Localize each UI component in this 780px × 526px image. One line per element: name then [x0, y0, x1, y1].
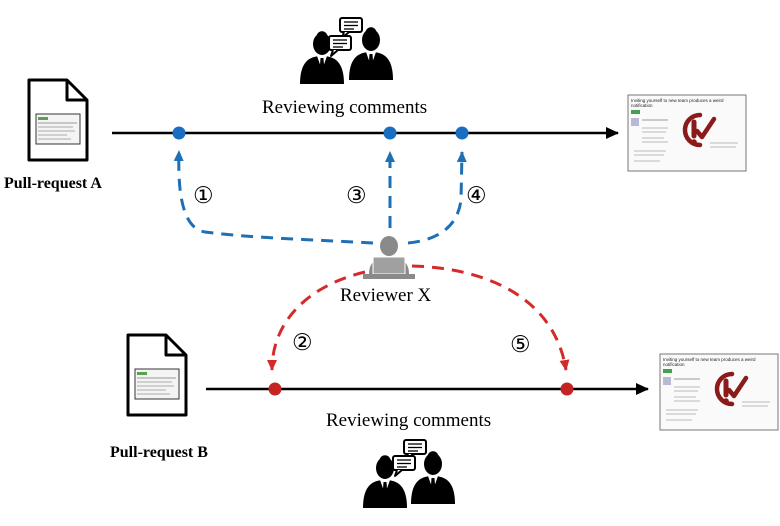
github-screenshot-b: Inviting yourself to new team produces a…	[660, 354, 778, 430]
reviewers-discussion-icon-a	[300, 17, 393, 84]
comment-dot-a4	[455, 126, 469, 140]
doc-icon-a	[27, 78, 89, 162]
screenshot-title-a-line1: Inviting yourself to new team produces a…	[631, 98, 724, 103]
step-label-3: ③	[346, 183, 367, 208]
reviewers-discussion-icon-b	[363, 439, 455, 508]
blue-path-1	[173, 150, 374, 245]
blue-path-4	[407, 151, 467, 245]
comment-dot-a1	[172, 126, 186, 140]
screenshot-title-a-line2: notification	[631, 103, 653, 108]
pull-request-b-label: Pull-request B	[110, 444, 208, 461]
step-label-5: ⑤	[510, 332, 531, 357]
doc-icon-b	[126, 333, 188, 417]
step-label-4: ④	[466, 183, 487, 208]
reviewer-icon	[363, 236, 415, 279]
comment-dot-b2	[268, 382, 282, 396]
reviewing-comments-label-a: Reviewing comments	[262, 97, 427, 118]
github-screenshot-a: Inviting yourself to new team produces a…	[628, 95, 746, 171]
screenshot-title-b-line1: Inviting yourself to new team produces a…	[663, 357, 756, 362]
reviewer-label: Reviewer X	[340, 285, 432, 306]
comment-dot-b5	[560, 382, 574, 396]
step-label-2: ②	[292, 330, 313, 355]
red-path-5	[411, 264, 570, 371]
pull-request-a-label: Pull-request A	[4, 175, 102, 192]
step-label-1: ①	[193, 183, 214, 208]
reviewing-comments-label-b: Reviewing comments	[326, 410, 491, 431]
red-path-2	[267, 270, 366, 371]
comment-dot-a3	[383, 126, 397, 140]
screenshot-title-b-line2: notification	[663, 362, 685, 367]
